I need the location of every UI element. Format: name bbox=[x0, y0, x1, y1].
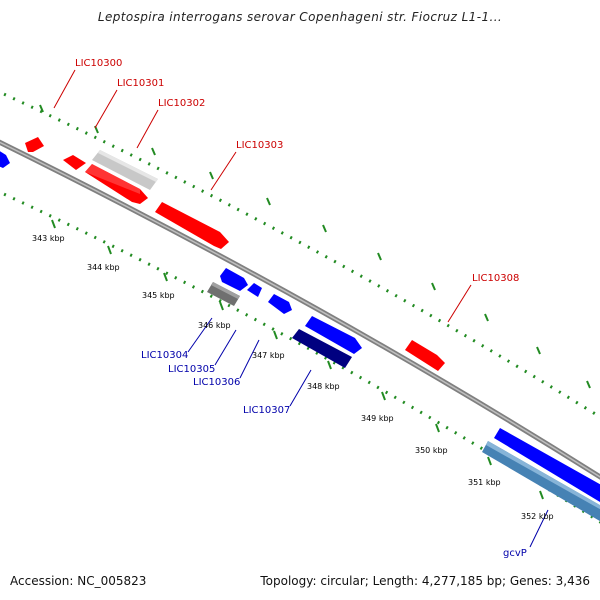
scale-label: 352 kbp bbox=[521, 512, 554, 521]
scale-label: 343 kbp bbox=[32, 234, 65, 243]
inner-major-ticks bbox=[51, 219, 544, 500]
gene-LIC10302-gray[interactable] bbox=[92, 150, 158, 190]
map-title: Leptospira interrogans serovar Copenhage… bbox=[97, 10, 503, 24]
forward-gene-LIC10308[interactable] bbox=[405, 340, 445, 371]
inner-tick-ring bbox=[0, 190, 600, 524]
gene-label[interactable]: LIC10301 bbox=[117, 78, 164, 89]
scale-label: 347 kbp bbox=[252, 351, 285, 360]
gene-label[interactable]: gcvP bbox=[503, 548, 527, 559]
forward-gene-LIC10301[interactable] bbox=[63, 155, 148, 204]
genome-metadata: Topology: circular; Length: 4,277,185 bp… bbox=[260, 574, 590, 588]
scale-label: 348 kbp bbox=[307, 382, 340, 391]
forward-gene-labels: LIC10300 LIC10301 LIC10302 LIC10303 LIC1… bbox=[75, 58, 519, 284]
reverse-gene-LIC10305[interactable] bbox=[247, 283, 262, 297]
reverse-gene-LIC10307[interactable] bbox=[292, 316, 362, 368]
gene-label[interactable]: LIC10306 bbox=[193, 377, 240, 388]
reverse-gene-LIC10304[interactable] bbox=[207, 268, 248, 306]
reverse-gene-edge[interactable] bbox=[0, 150, 10, 168]
gene-label[interactable]: LIC10305 bbox=[168, 364, 215, 375]
outer-major-ticks bbox=[39, 104, 591, 389]
scale-labels: 343 kbp 344 kbp 345 kbp 346 kbp 347 kbp … bbox=[32, 234, 554, 521]
reverse-gene-gcvP[interactable] bbox=[482, 428, 600, 524]
gene-label[interactable]: LIC10304 bbox=[141, 350, 188, 361]
gene-label[interactable]: LIC10302 bbox=[158, 98, 205, 109]
reverse-gene-labels: LIC10304 LIC10305 LIC10306 LIC10307 gcvP bbox=[141, 350, 527, 559]
outer-tick-ring bbox=[0, 90, 600, 419]
label-leader-lines bbox=[53, 69, 549, 548]
genome-backbone bbox=[0, 139, 600, 480]
gene-label[interactable]: LIC10307 bbox=[243, 405, 290, 416]
reverse-gene-LIC10306[interactable] bbox=[268, 294, 292, 314]
gene-label[interactable]: LIC10300 bbox=[75, 58, 122, 69]
scale-label: 345 kbp bbox=[142, 291, 175, 300]
scale-label: 344 kbp bbox=[87, 263, 120, 272]
gene-label[interactable]: LIC10308 bbox=[472, 273, 519, 284]
forward-gene-LIC10300[interactable] bbox=[25, 137, 44, 152]
forward-gene-LIC10303[interactable] bbox=[155, 202, 229, 249]
scale-label: 351 kbp bbox=[468, 478, 501, 487]
scale-label: 350 kbp bbox=[415, 446, 448, 455]
scale-label: 349 kbp bbox=[361, 414, 394, 423]
gene-label[interactable]: LIC10303 bbox=[236, 140, 283, 151]
scale-label: 346 kbp bbox=[198, 321, 231, 330]
accession-label: Accession: NC_005823 bbox=[10, 574, 147, 588]
